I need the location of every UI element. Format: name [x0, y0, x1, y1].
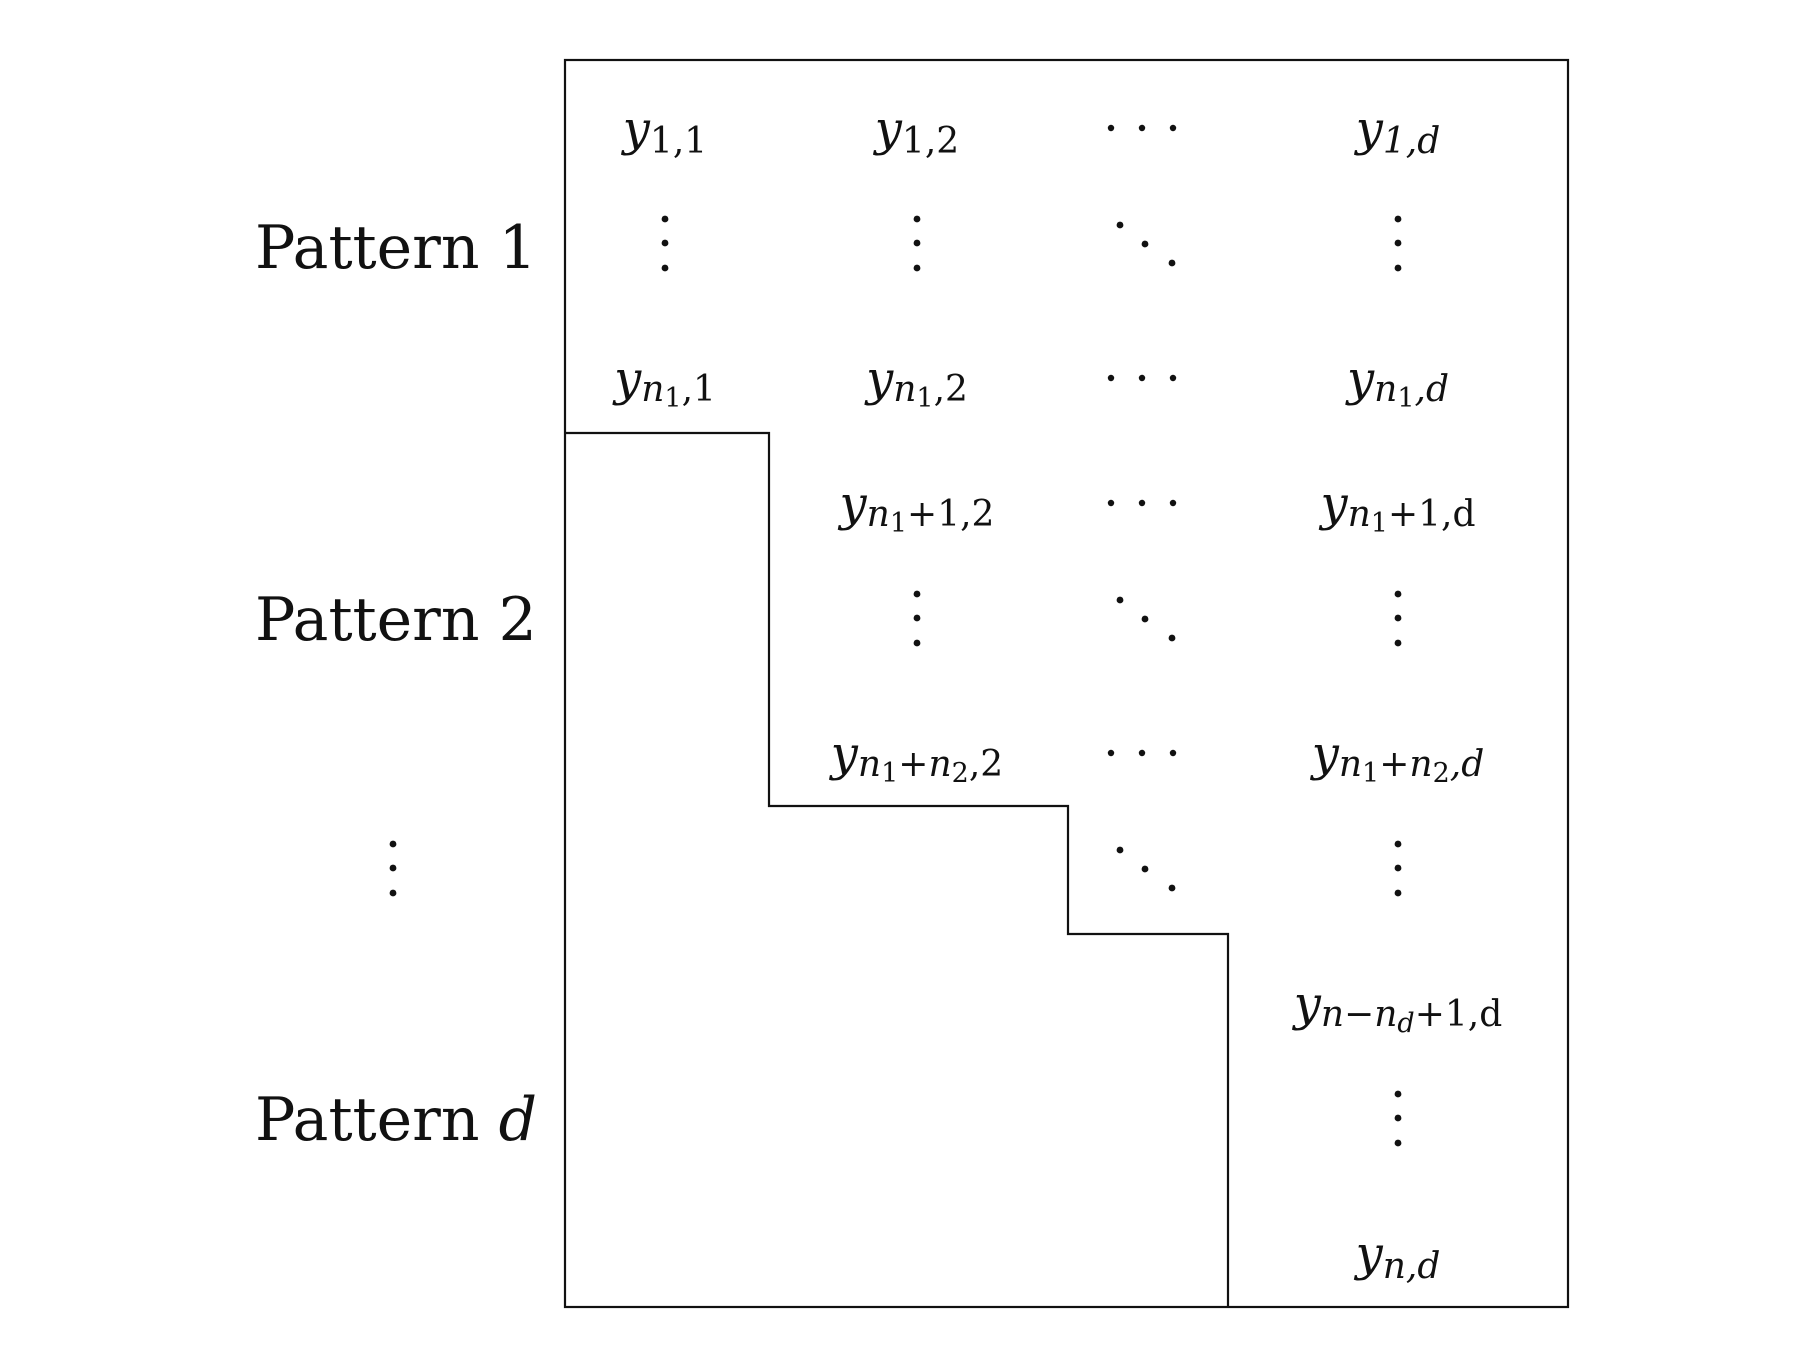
ddots-block-1: [1116, 221, 1176, 267]
cell-y-n1plus1-2: yn1+1,2: [838, 476, 995, 539]
ddots-between: [1116, 846, 1176, 892]
cell-y-1-2: y1,2: [873, 101, 959, 162]
hdots-row-n1n2: [1107, 749, 1177, 757]
vdots-col-d-block-d: [1394, 1090, 1402, 1147]
vdots-col-d-block-2: [1394, 590, 1402, 647]
vdots-col-d-between: [1394, 840, 1402, 897]
vdots-pattern-labels: [389, 840, 397, 897]
cell-y-n-minus-nd-plus1-d: yn−nd+1,d: [1292, 976, 1503, 1039]
pattern-1-label: Pattern 1: [255, 213, 537, 283]
cell-y-n1plus1-d: yn1+1,d: [1318, 476, 1475, 539]
matrix-frame: [563, 58, 1570, 1309]
cell-y-n1-d: yn1,d: [1345, 351, 1449, 414]
vdots-col-2-block-1: [913, 215, 921, 272]
cell-y-n1n2-2: yn1+n2,2: [829, 726, 1003, 789]
cell-y-n1n2-d: yn1+n2,d: [1310, 726, 1485, 789]
vdots-col-1-block-1: [661, 215, 669, 272]
staircase-boundary: [565, 431, 1230, 1307]
cell-y-n-d: yn,d: [1354, 1226, 1441, 1287]
vdots-col-2-block-2: [913, 590, 921, 647]
cell-y-n1-2: yn1,2: [864, 351, 968, 414]
cell-y-1-d: y1,d: [1354, 101, 1441, 162]
hdots-row-n1plus1: [1107, 499, 1177, 507]
vdots-col-d-block-1: [1394, 215, 1402, 272]
hdots-row-1: [1107, 124, 1177, 132]
ddots-block-2: [1116, 596, 1176, 642]
cell-y-n1-1: yn1,1: [612, 351, 716, 414]
cell-y-1-1: y1,1: [621, 101, 707, 162]
pattern-2-label: Pattern 2: [255, 585, 537, 655]
pattern-d-label: Pattern d: [255, 1085, 537, 1155]
hdots-row-n1: [1107, 374, 1177, 382]
